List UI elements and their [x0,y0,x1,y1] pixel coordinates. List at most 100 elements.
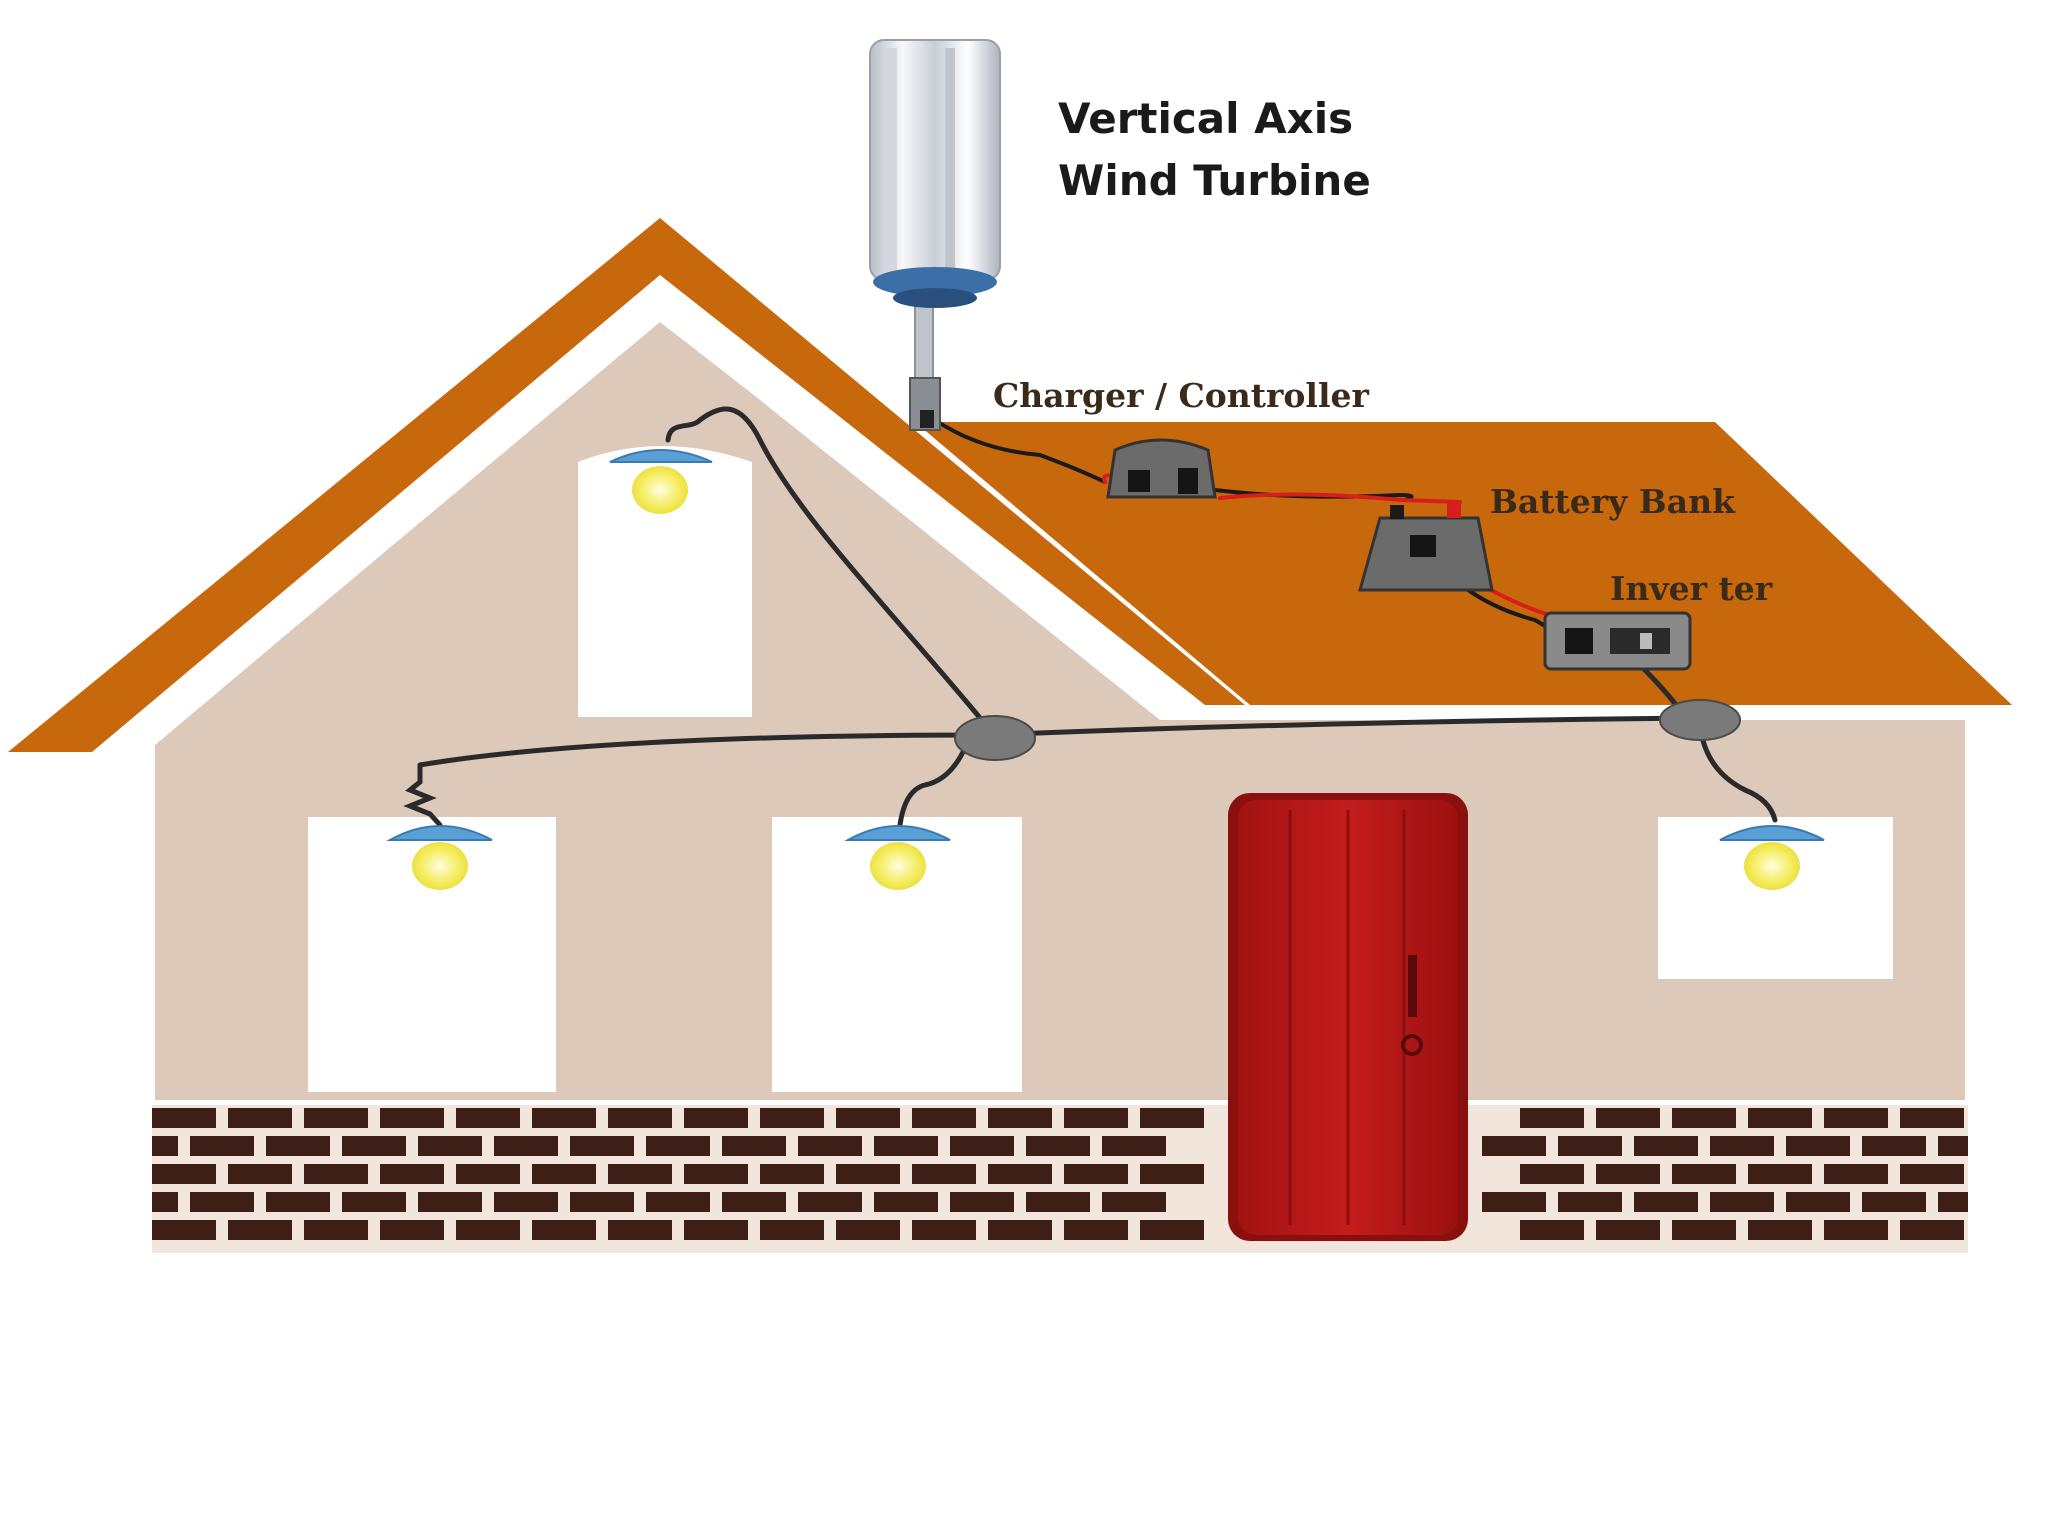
brick [532,1164,596,1184]
brick [342,1192,406,1212]
brick [1900,1220,1964,1240]
brick [418,1136,482,1156]
front-door [1228,793,1468,1241]
brick [684,1164,748,1184]
brick [1596,1220,1660,1240]
brick [1596,1164,1660,1184]
brick [912,1108,976,1128]
brick [152,1220,216,1240]
lamp-upper [609,449,713,514]
brick [1634,1192,1698,1212]
brick [1672,1220,1736,1240]
brick [1026,1136,1090,1156]
brick [152,1164,216,1184]
brick [912,1164,976,1184]
brick [1938,1136,1968,1156]
brick [304,1164,368,1184]
brick [608,1164,672,1184]
brick [380,1220,444,1240]
brick [380,1108,444,1128]
brick [304,1108,368,1128]
brick [1862,1136,1926,1156]
brick [228,1164,292,1184]
brick [836,1164,900,1184]
brick [1140,1164,1204,1184]
brick [152,1108,216,1128]
brick [1748,1164,1812,1184]
inverter-device [1543,611,1692,671]
brick [722,1136,786,1156]
brick [228,1220,292,1240]
door-keyhole [1401,1034,1423,1056]
brick [532,1108,596,1128]
brick [1064,1108,1128,1128]
brick [1102,1192,1166,1212]
upper-window [578,446,752,717]
brick [1748,1108,1812,1128]
brick [494,1136,558,1156]
brick [1558,1136,1622,1156]
label-turbine-line2: Wind Turbine [1058,156,1371,205]
lamp-left [386,825,493,890]
brick [1102,1136,1166,1156]
brick [228,1108,292,1128]
brick [1520,1220,1584,1240]
brick [1900,1164,1964,1184]
brick [874,1136,938,1156]
brick [1520,1164,1584,1184]
brick [1900,1108,1964,1128]
brick [570,1192,634,1212]
brick [798,1192,862,1212]
brick [456,1220,520,1240]
wiring [403,406,1778,828]
brick [1672,1164,1736,1184]
brick [722,1192,786,1212]
junction-box-left [954,715,1036,761]
brick [1710,1192,1774,1212]
brick [836,1220,900,1240]
lamp-right [1719,825,1825,890]
brick [912,1220,976,1240]
brick [1862,1192,1926,1212]
brick-base [152,1105,1968,1253]
brick [684,1108,748,1128]
battery-bank-device [1358,500,1494,592]
brick [1064,1220,1128,1240]
brick [1786,1136,1850,1156]
lamp-middle [844,825,951,890]
brick [1026,1192,1090,1212]
brick [1482,1136,1546,1156]
brick [836,1108,900,1128]
junction-box-right [1659,699,1741,741]
brick [1596,1108,1660,1128]
brick [1938,1192,1968,1212]
brick [1710,1136,1774,1156]
brick [1140,1108,1204,1128]
brick [456,1108,520,1128]
label-charger-controller: Charger / Controller [993,376,1369,415]
brick [1824,1220,1888,1240]
brick [608,1108,672,1128]
brick [380,1164,444,1184]
brick [760,1108,824,1128]
brick [684,1220,748,1240]
brick [570,1136,634,1156]
brick [608,1220,672,1240]
brick [1064,1164,1128,1184]
brick [950,1136,1014,1156]
brick [1748,1220,1812,1240]
brick [1558,1192,1622,1212]
door-handle[interactable] [1408,955,1417,1017]
label-inverter: Inver ter [1610,569,1773,608]
brick [988,1108,1052,1128]
brick [152,1192,178,1212]
brick [760,1220,824,1240]
brick [190,1136,254,1156]
brick [988,1164,1052,1184]
brick [646,1192,710,1212]
brick [1672,1108,1736,1128]
wind-turbine [869,39,1001,431]
brick [1786,1192,1850,1212]
brick [266,1136,330,1156]
main-roof [8,218,1245,752]
